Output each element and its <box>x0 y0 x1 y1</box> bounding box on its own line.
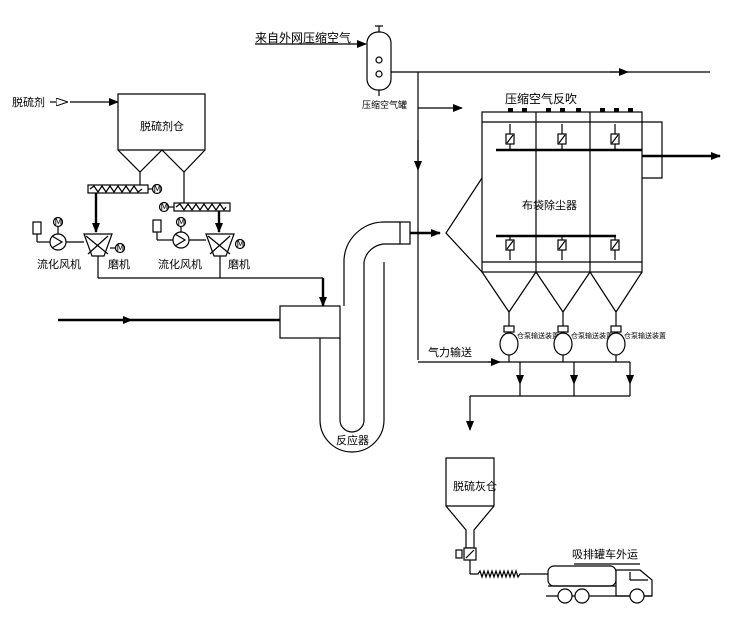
reactor: 反应器 <box>58 221 441 453</box>
motor-icon <box>158 201 170 213</box>
air-tank-vessel <box>366 31 392 91</box>
tanker-transport-label: 吸排罐车外运 <box>572 547 638 561</box>
motor-icon <box>234 238 246 250</box>
wheel-icon <box>574 588 590 604</box>
svg-text:M: M <box>161 203 169 213</box>
svg-text:M: M <box>237 240 245 250</box>
svg-text:仓泵输送装置: 仓泵输送装置 <box>624 331 666 340</box>
pneumatic-pump-3: 仓泵输送装置 <box>606 325 666 362</box>
ash-silo: 脱硫灰仓 <box>445 457 548 579</box>
svg-text:仓泵输送装置: 仓泵输送装置 <box>571 331 613 340</box>
hopper-1 <box>481 271 537 314</box>
ash-silo-body <box>445 457 495 549</box>
valve-actuator-icon <box>455 549 463 559</box>
pneumatic-pump-2: 仓泵输送装置 <box>553 325 613 362</box>
pulse-blowback-label: 压缩空气反吹 <box>505 91 577 106</box>
svg-text:仓泵输送装置: 仓泵输送装置 <box>517 331 559 340</box>
feeder-right: M 磨机 <box>205 233 250 271</box>
tanker-tank <box>547 565 617 587</box>
fluidizing-fan-left-label: 流化风机 <box>37 257 81 271</box>
filter-inlet-hood <box>445 177 483 273</box>
flexible-hose <box>470 569 548 579</box>
svg-text:M: M <box>117 244 125 254</box>
wheel-icon <box>629 588 645 604</box>
hopper-3 <box>589 271 643 314</box>
reactor-riser-top <box>343 221 400 306</box>
svg-text:M: M <box>178 218 186 228</box>
motor-icon <box>151 183 163 195</box>
desulfurizer-feed: 脱硫剂 <box>12 95 119 109</box>
feeder-left: M 磨机 <box>83 233 130 271</box>
svg-text:M: M <box>154 185 162 195</box>
fluidizing-fan-left: M 流化风机 <box>32 216 84 271</box>
compressed-air-source-label: 来自外网压缩空气 <box>255 30 351 45</box>
reactor-label: 反应器 <box>336 433 369 447</box>
air-tank: 压缩空气罐 <box>362 25 407 111</box>
svg-text:M: M <box>55 218 63 228</box>
reactor-u-bend-inner <box>339 262 365 433</box>
pneumatic-pump-1: 仓泵输送装置 <box>499 325 559 362</box>
air-tank-label: 压缩空气罐 <box>362 99 407 111</box>
pneumatic-conveying-label: 气力输送 <box>428 345 472 359</box>
pneumatic-pumps: 仓泵输送装置 仓泵输送装置 仓泵输送装置 <box>499 325 666 362</box>
pulse-valve-icon <box>505 124 620 260</box>
reactor-inlet-box <box>279 305 341 339</box>
wheel-icon <box>557 588 573 604</box>
fluidizing-fan-right-label: 流化风机 <box>158 257 202 271</box>
reactor-u-bend <box>319 262 385 453</box>
screw-conveyor-left: M <box>87 183 163 233</box>
desulfurizer-silo: 脱硫剂仓 <box>117 93 206 203</box>
pressure-gauge-icon <box>375 56 383 64</box>
feeder-right-label: 磨机 <box>228 257 250 271</box>
compressed-air-supply: 来自外网压缩空气 <box>255 30 367 48</box>
feeder-left-label: 磨机 <box>108 257 130 271</box>
ash-silo-label: 脱硫灰仓 <box>453 479 497 493</box>
bag-filter: 布袋除尘器 <box>445 108 721 326</box>
filter-icon <box>32 221 42 235</box>
screw-conveyor-right: M <box>158 201 231 233</box>
silo-body <box>117 93 206 173</box>
motor-icon <box>114 242 126 254</box>
fluidizing-fan-right: M 流化风机 <box>152 216 206 271</box>
silo-label: 脱硫剂仓 <box>140 119 184 133</box>
tanker-truck: 吸排罐车外运 <box>546 547 653 604</box>
truck-cab <box>615 569 653 597</box>
filter-icon <box>152 219 162 233</box>
desulfurizer-label: 脱硫剂 <box>12 95 45 109</box>
hopper-2 <box>535 271 591 314</box>
bag-filter-label: 布袋除尘器 <box>522 198 577 212</box>
